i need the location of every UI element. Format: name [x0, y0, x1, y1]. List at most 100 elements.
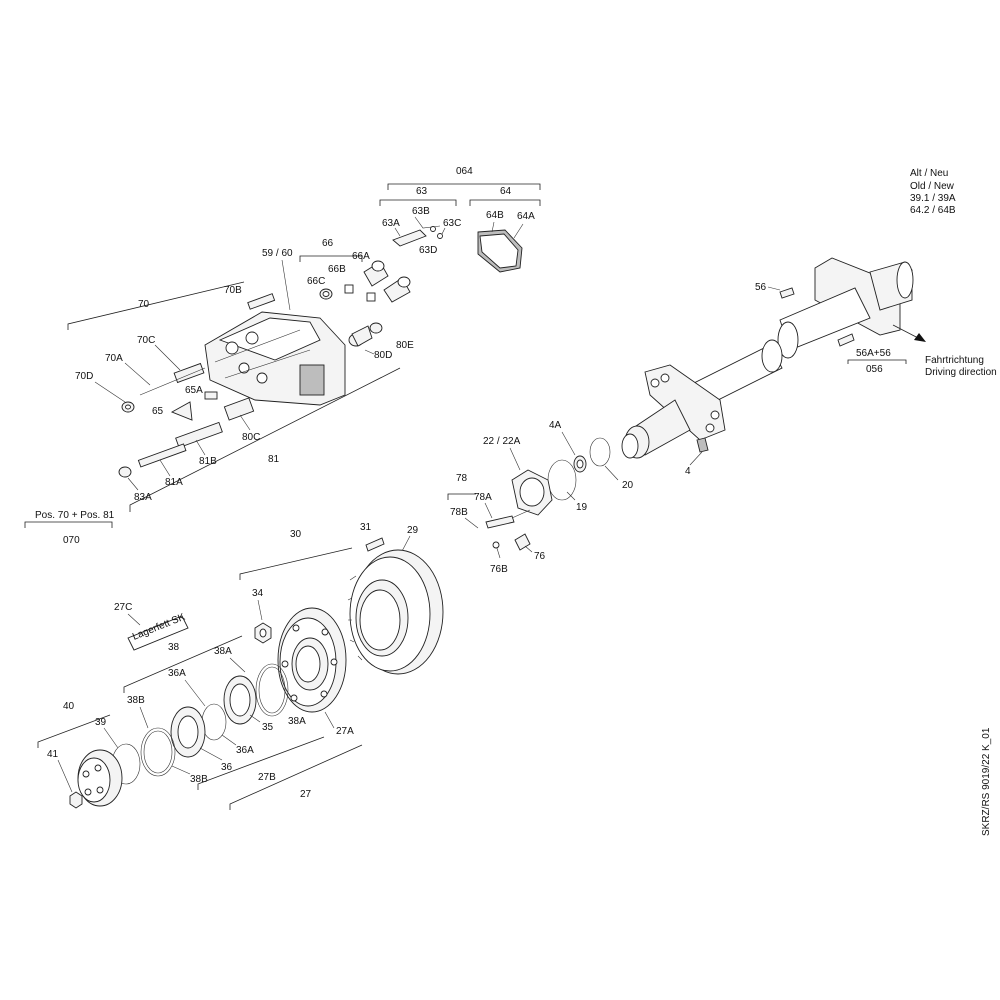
label-81: 81 — [268, 454, 280, 465]
label-56: 56 — [755, 282, 767, 293]
label-80D: 80D — [374, 350, 392, 361]
part-80-pistons: 80E 80D — [348, 322, 414, 361]
direction-en: Driving direction — [925, 367, 997, 378]
part-27A-hub — [277, 607, 347, 713]
label-65: 65 — [152, 406, 164, 417]
part-40-hub-cap — [69, 749, 123, 809]
label-20: 20 — [622, 480, 634, 491]
label-70D: 70D — [75, 371, 93, 382]
label-pos70-81: Pos. 70 + Pos. 81 — [35, 510, 115, 521]
drawing-id: SKRZ/RS 9019/22 K_01 — [981, 727, 992, 836]
label-29: 29 — [407, 525, 419, 536]
label-66C: 66C — [307, 276, 325, 287]
label-63: 63 — [416, 186, 428, 197]
part-axle-beam — [621, 257, 914, 459]
label-19: 19 — [576, 502, 588, 513]
label-38A-bottom: 38A — [288, 716, 306, 727]
part-34-nut — [254, 622, 272, 644]
part-29-brake-disc — [347, 549, 444, 675]
part-65-adjuster: 65A 65 80C — [152, 385, 260, 443]
bracket-66: 66 66B 66A 66C — [299, 238, 370, 287]
label-63C: 63C — [443, 218, 461, 229]
label-78A: 78A — [474, 492, 492, 503]
label-83A: 83A — [134, 492, 152, 503]
direction-de: Fahrtrichtung — [925, 355, 984, 366]
label-41: 41 — [47, 749, 59, 760]
part-56-bolts: 56 56A+56 056 — [755, 282, 907, 375]
label-070: 070 — [63, 535, 80, 546]
bracket-27: 27 — [229, 744, 363, 810]
label-80E: 80E — [396, 340, 414, 351]
legend-line3: 39.1 / 39A — [910, 193, 956, 204]
label-70A: 70A — [105, 353, 123, 364]
label-64: 64 — [500, 186, 512, 197]
label-22-22A: 22 / 22A — [483, 436, 521, 447]
part-59-60-caliper-housing — [204, 311, 346, 406]
label-30: 30 — [290, 529, 302, 540]
bracket-40: 40 — [37, 701, 111, 748]
label-65A: 65A — [185, 385, 203, 396]
label-36: 36 — [221, 762, 233, 773]
label-38B-bottom: 38B — [190, 774, 208, 785]
label-56A-56: 56A+56 — [856, 348, 891, 359]
part-22-hub-nut: 22 / 22A — [483, 436, 553, 516]
label-36A-bottom: 36A — [236, 745, 254, 756]
label-66B: 66B — [328, 264, 346, 275]
part-64-brake-pads: 64B 64A — [477, 210, 535, 273]
label-38A-top: 38A — [214, 646, 232, 657]
callout-070: Pos. 70 + Pos. 81 070 — [24, 510, 115, 546]
label-39: 39 — [95, 717, 107, 728]
label-70C: 70C — [137, 335, 155, 346]
label-63A: 63A — [382, 218, 400, 229]
label-64A: 64A — [517, 211, 535, 222]
label-27: 27 — [300, 789, 312, 800]
label-4A: 4A — [549, 420, 562, 431]
label-66A: 66A — [352, 251, 370, 262]
legend-line4: 64.2 / 64B — [910, 205, 956, 216]
label-40: 40 — [63, 701, 75, 712]
part-66-seals — [319, 260, 411, 303]
label-78: 78 — [456, 473, 468, 484]
bracket-27B: 27B — [197, 736, 325, 790]
label-27A: 27A — [336, 726, 354, 737]
part-38-bearings: 38A 35 36A 36 38B — [140, 663, 306, 785]
label-064: 064 — [456, 166, 473, 177]
label-80C: 80C — [242, 432, 260, 443]
bracket-30: 30 — [239, 529, 353, 580]
bracket-064: 064 63 64 — [379, 166, 541, 206]
label-34: 34 — [252, 588, 264, 599]
label-36A-top: 36A — [168, 668, 186, 679]
label-27C: 27C — [114, 602, 132, 613]
legend-line2: Old / New — [910, 181, 955, 192]
part-78-76-locking-pin: 78 78A 78B 76 76B — [447, 473, 546, 575]
part-4A-19-20-hardware: 4A 20 19 — [547, 420, 634, 513]
label-76B: 76B — [490, 564, 508, 575]
label-76: 76 — [534, 551, 546, 562]
label-056: 056 — [866, 364, 883, 375]
label-59-60: 59 / 60 — [262, 248, 293, 259]
label-31: 31 — [360, 522, 372, 533]
part-81-pins: 81B 81A 83A — [118, 421, 223, 503]
legend-line1: Alt / Neu — [910, 168, 948, 179]
bracket-81: 81 — [129, 367, 401, 512]
legend-old-new: Alt / Neu Old / New 39.1 / 39A 64.2 / 64… — [910, 168, 956, 216]
label-4: 4 — [685, 466, 691, 477]
label-64B: 64B — [486, 210, 504, 221]
label-70B: 70B — [224, 285, 242, 296]
part-63-wear-sensor-kit: 63A 63B 63C 63D — [382, 206, 461, 256]
label-81B: 81B — [199, 456, 217, 467]
label-63B: 63B — [412, 206, 430, 217]
label-66: 66 — [322, 238, 334, 249]
label-78B: 78B — [450, 507, 468, 518]
bracket-38: 38 — [123, 635, 243, 693]
label-70: 70 — [138, 299, 150, 310]
part-70-guide-pins — [121, 362, 206, 413]
label-38B-top: 38B — [127, 695, 145, 706]
label-35: 35 — [262, 722, 274, 733]
label-38: 38 — [168, 642, 180, 653]
label-27B: 27B — [258, 772, 276, 783]
driving-direction-arrow: Fahrtrichtung Driving direction — [892, 324, 997, 378]
bracket-70: 70 70B 70C 70A 70D — [67, 281, 276, 403]
label-63D: 63D — [419, 245, 437, 256]
